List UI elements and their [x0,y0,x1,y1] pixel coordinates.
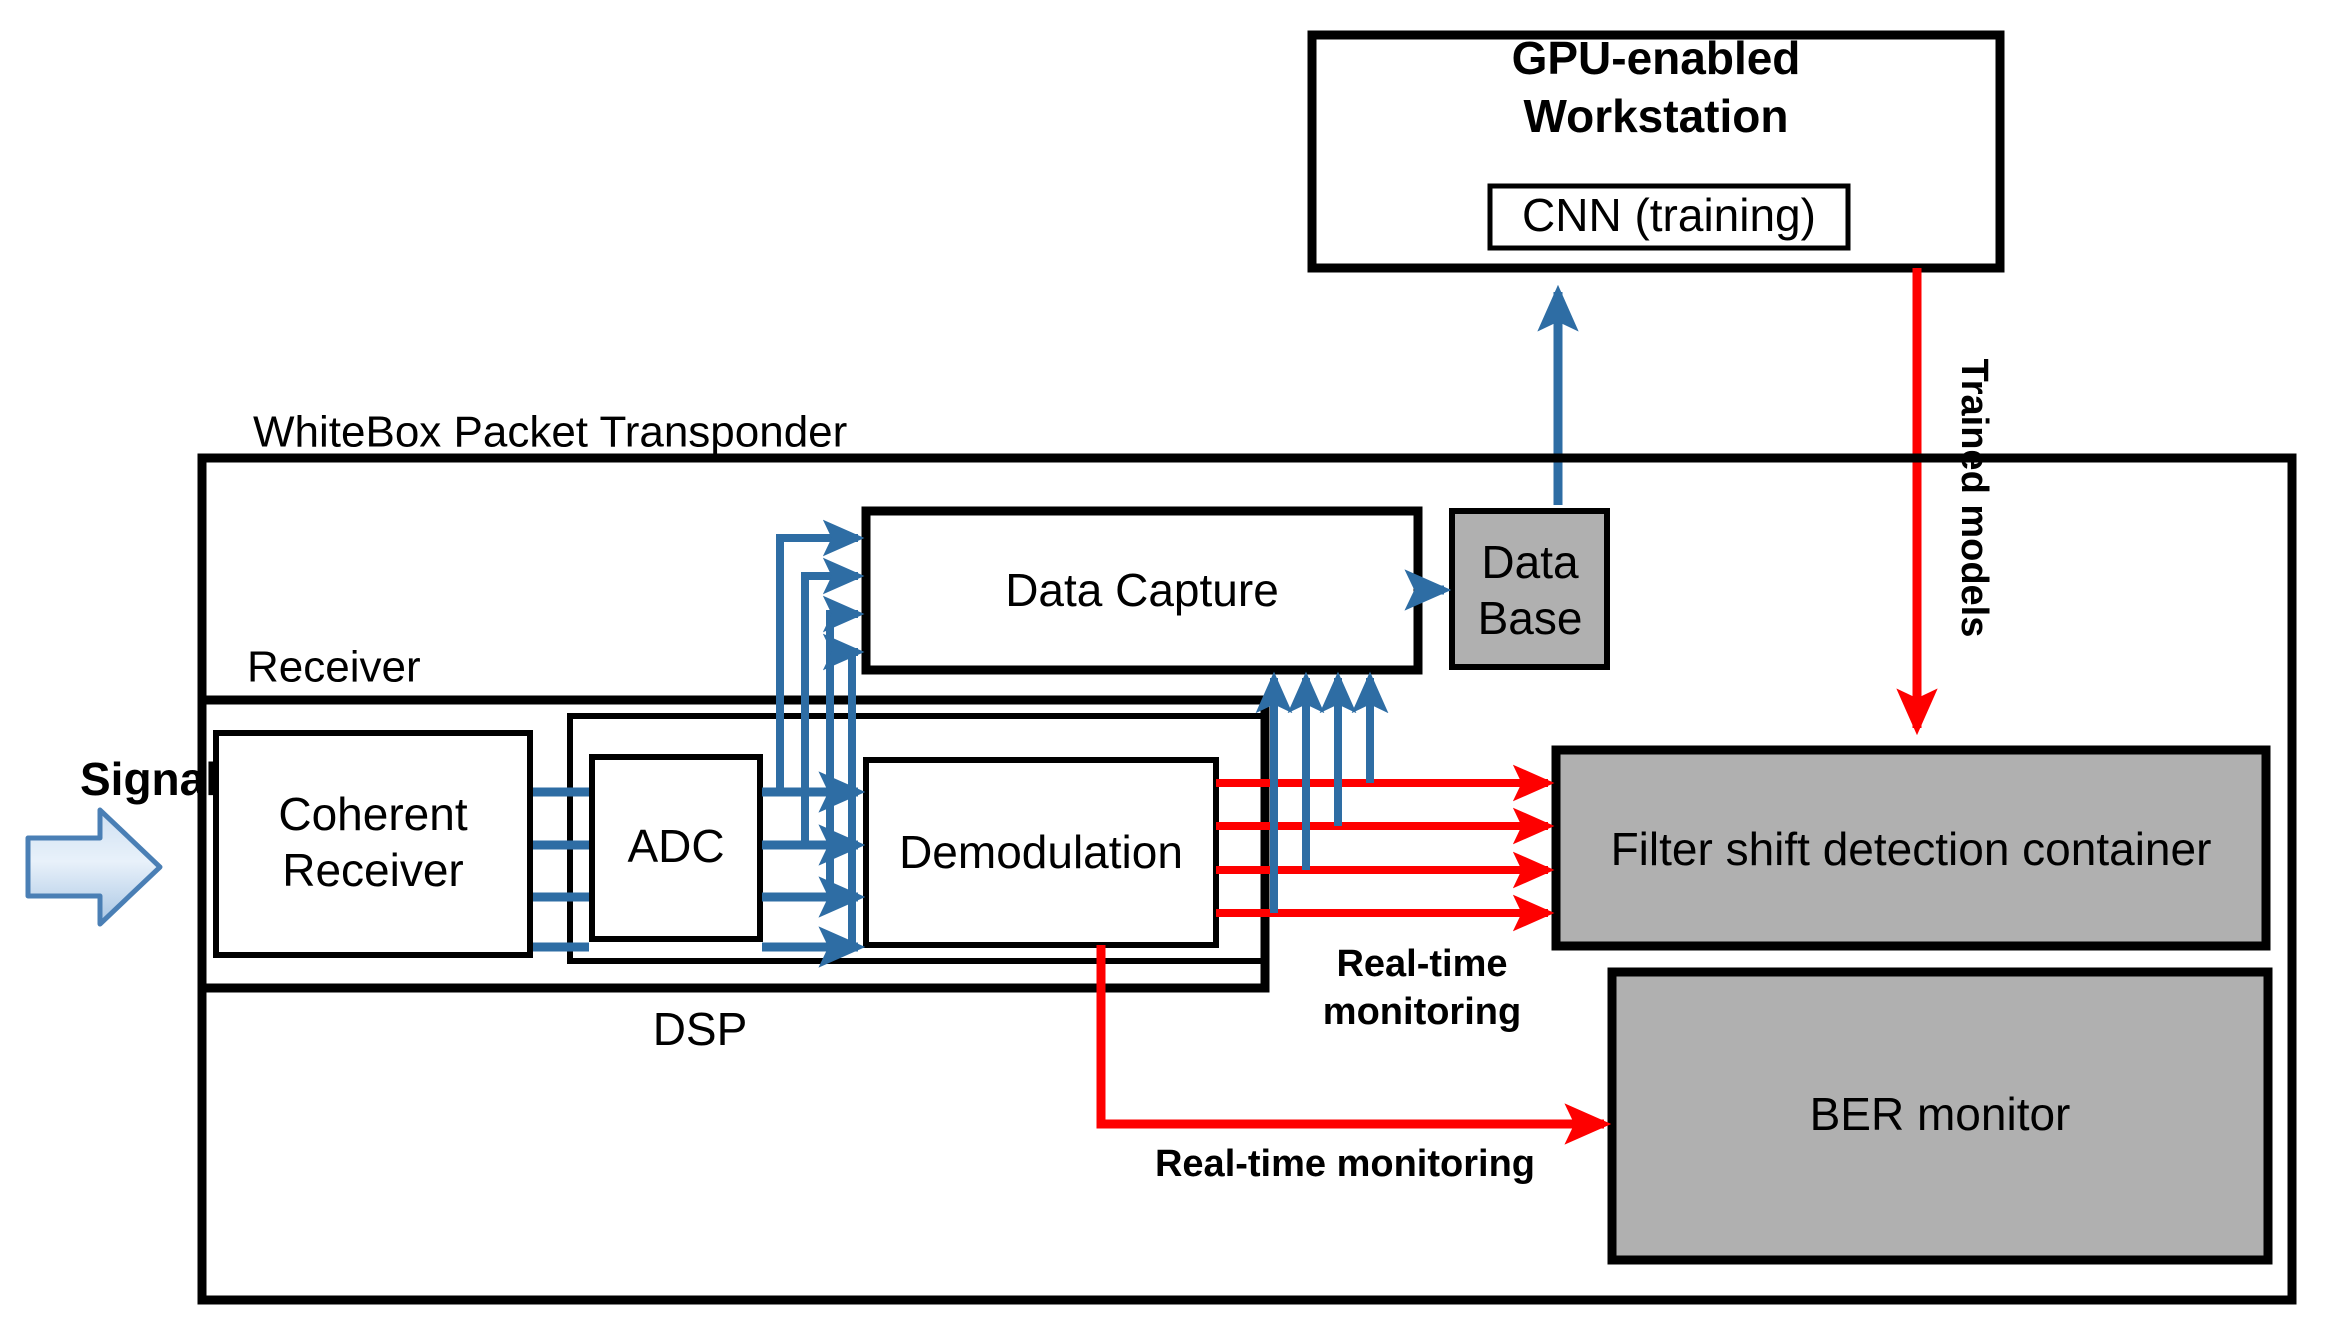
data-base-box [1449,508,1610,670]
demodulation-label: Demodulation [899,826,1183,878]
realtime-monitoring-lower: Real-time monitoring [1155,1143,1535,1185]
trained-models-label: Trained models [1953,359,1995,638]
data-capture-node: Data Capture [861,506,1423,675]
coherent-receiver-node: Coherent Receiver [213,730,533,958]
adc-box [589,754,763,942]
adc-taps-to-data-capture [776,519,865,947]
receiver-label: Receiver [247,643,421,692]
ber-monitor-box [1607,967,2273,1265]
cnn-training-label: CNN (training) [1522,189,1816,241]
coherent-to-adc-wires [533,787,589,952]
demodulation-to-ber-monitor-wire [1096,945,1612,1145]
ber-monitor-node: BER monitor [1607,967,2273,1265]
realtime-monitoring-upper-line1: Real-time [1336,943,1507,985]
dsp-box [567,713,1269,964]
gpu-workstation-title-line1: GPU-enabled [1512,32,1801,84]
data-base-line1: Data [1481,536,1579,588]
gpu-workstation-node: GPU-enabled Workstation CNN (training) [1307,30,2005,273]
transponder-label: WhiteBox Packet Transponder [253,408,847,457]
demodulation-node: Demodulation [863,757,1219,948]
cnn-training-box [1487,183,1851,251]
coherent-receiver-line1: Coherent [278,788,467,840]
adc-label: ADC [627,820,724,872]
data-capture-box [861,506,1423,675]
monitoring-taps-to-data-capture [1255,671,1389,913]
data-base-node: Data Base [1449,508,1610,670]
dsp-label: DSP [653,1003,748,1055]
realtime-monitoring-upper-line2: monitoring [1323,991,1521,1033]
coherent-receiver-box [213,730,533,958]
ber-monitor-label: BER monitor [1810,1088,2071,1140]
data-base-line2: Base [1478,592,1583,644]
coherent-receiver-line2: Receiver [282,844,464,896]
demodulation-box [863,757,1219,948]
filter-shift-detection-node: Filter shift detection container [1551,745,2271,951]
signal-label: Signal [80,753,218,805]
adc-to-demodulation-wires [762,771,866,968]
filter-shift-detection-box [1551,745,2271,951]
data-capture-label: Data Capture [1005,564,1279,616]
signal-block-arrow-icon [25,807,163,927]
filter-shift-detection-label: Filter shift detection container [1611,823,2212,875]
adc-node: ADC [589,754,763,942]
gpu-workstation-title-line2: Workstation [1524,90,1789,142]
